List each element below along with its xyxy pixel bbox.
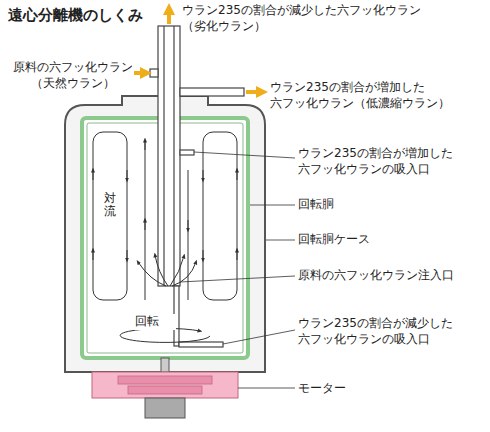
callout-label: 原料の六フッ化ウラン注入口 [298,268,478,284]
base [145,398,185,418]
convection-label: 対流 [104,192,116,218]
convection-arrows [93,132,237,342]
callout-label: ウラン235の割合が減少した 六フッ化ウランの吸入口 [298,316,478,347]
outlet-label: ウラン235の割合が増加した 六フッ化ウラン（低濃縮ウラン） [270,80,470,111]
callout-label: ウラン235の割合が増加した 六フッ化ウランの吸入口 [298,146,478,177]
callout-label: 回転胴 [298,197,448,213]
outlet-label: ウラン235の割合が減少した六フッ化ウラン （劣化ウラン） [182,3,422,34]
callout-label: モーター [298,381,448,397]
diagram-title: 遠心分離機のしくみ [8,6,143,25]
leader-lines [180,152,295,388]
callout-label: 回転胴ケース [298,232,448,248]
inlet-label: 原料の六フッ化ウラン （天然ウラン） [10,60,136,91]
feed-pipes [150,26,244,347]
rotation-label: 回転 [134,314,176,330]
motor [92,372,238,398]
